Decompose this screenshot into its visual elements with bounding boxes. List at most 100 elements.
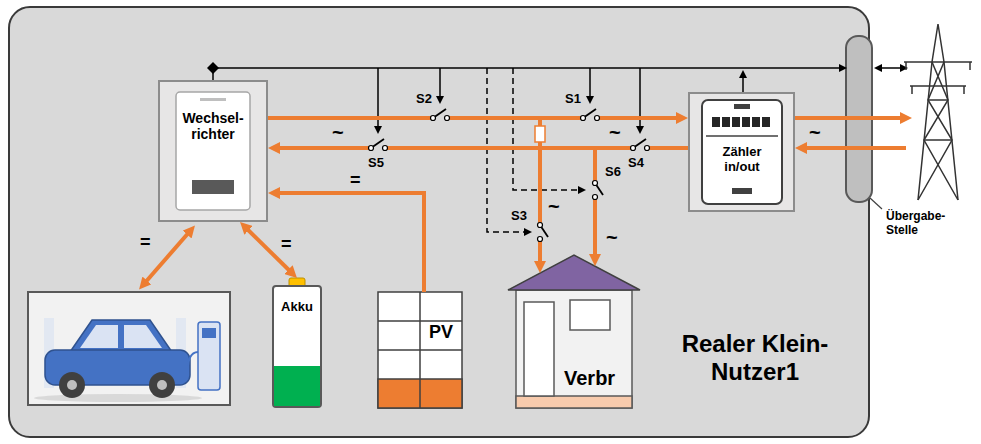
box-fill — [688, 92, 795, 212]
consumer-house: Verbr — [508, 255, 640, 410]
house-shape — [516, 396, 632, 408]
switch-symbol — [593, 181, 598, 186]
leader-line — [870, 198, 882, 209]
power-line — [274, 193, 424, 292]
car-illustration — [157, 380, 167, 390]
car-illustration — [59, 372, 85, 398]
house-shape — [508, 255, 640, 290]
node-text: Realer Klein-Nutzer1 — [660, 330, 850, 385]
pv-module: PV — [378, 292, 462, 408]
callout-label: Übergabe- Stelle — [886, 210, 958, 238]
car-illustration — [45, 320, 190, 398]
pv-panel — [378, 292, 462, 408]
battery-shape — [274, 366, 320, 406]
switch-symbol — [581, 116, 586, 121]
control-lines — [589, 68, 591, 100]
car-box — [28, 292, 230, 405]
meter-device — [742, 117, 750, 127]
car-box — [34, 394, 202, 402]
inverter-device — [176, 92, 250, 210]
power-tower — [904, 62, 972, 140]
node-text: Verbr — [564, 367, 634, 390]
battery-shape — [273, 286, 321, 407]
meter-box: Zähler in/out — [688, 92, 795, 212]
power-line — [595, 148, 688, 260]
fuse-symbol — [535, 126, 545, 142]
inverter-device — [192, 180, 234, 194]
charging-station — [198, 322, 220, 390]
node-text: Akku — [272, 300, 322, 315]
switch-symbol — [595, 116, 600, 121]
control-lines — [213, 67, 843, 69]
house-shape — [570, 300, 610, 330]
switch-symbol — [369, 146, 374, 151]
meter-device — [702, 100, 782, 204]
control-lines — [213, 68, 904, 232]
meter-device — [702, 100, 782, 204]
inverter-box: Wechsel- richter — [158, 80, 268, 222]
switch-symbol — [369, 109, 650, 242]
power-tower — [918, 24, 958, 200]
node-text: Wechsel- richter — [176, 110, 250, 142]
inverter-device — [176, 92, 250, 210]
car-illustration — [80, 325, 118, 348]
switch-symbol — [538, 237, 543, 242]
house-shape — [516, 290, 632, 408]
switch-symbol — [383, 146, 388, 151]
control-node — [207, 62, 219, 74]
car-box — [28, 292, 230, 405]
control-node — [207, 62, 219, 74]
meter-device — [732, 188, 752, 194]
control-lines — [742, 74, 744, 92]
control-lines — [377, 68, 379, 130]
switch-symbol — [645, 146, 650, 151]
switch-symbol — [593, 195, 598, 200]
switch-symbol — [631, 146, 636, 151]
house-shape — [508, 255, 640, 408]
fuse-symbol — [535, 126, 545, 142]
battery: Akku — [272, 278, 325, 408]
charging-station — [188, 322, 220, 390]
power-line — [244, 226, 292, 274]
node-text: Zähler in/out — [705, 145, 779, 175]
meter-device — [722, 117, 730, 127]
box-fill — [158, 80, 268, 222]
meter-device — [734, 104, 750, 109]
meter-device — [712, 117, 720, 127]
grid-wire — [801, 146, 906, 150]
control-lines — [878, 67, 904, 69]
power-tower — [906, 62, 970, 94]
pv-panel — [378, 292, 462, 408]
node-text: PV — [424, 322, 458, 343]
car-illustration — [67, 380, 77, 390]
car-illustration — [149, 372, 175, 398]
box-fill — [158, 80, 795, 222]
meter-device — [752, 117, 760, 127]
grid-wire — [143, 118, 906, 285]
switch-symbol — [431, 116, 436, 121]
pv-panel — [378, 292, 462, 408]
power-tower — [904, 24, 972, 200]
power-tower — [918, 62, 958, 200]
car-illustration — [124, 325, 162, 348]
meter-device — [732, 117, 740, 127]
grid-wire — [795, 116, 906, 120]
meter-device — [762, 117, 770, 127]
switch-symbol — [538, 223, 543, 228]
grid-wire — [143, 230, 191, 285]
car-illustration — [70, 320, 172, 352]
house-shape — [524, 302, 554, 396]
charging-station — [202, 328, 216, 338]
leader-line — [870, 198, 882, 209]
inverter-device — [200, 98, 226, 101]
meter-device — [706, 135, 778, 137]
control-lines — [439, 68, 441, 100]
charging-station — [188, 352, 198, 366]
control-lines — [639, 68, 641, 130]
battery-shape — [273, 278, 321, 407]
switch-symbol — [445, 116, 450, 121]
